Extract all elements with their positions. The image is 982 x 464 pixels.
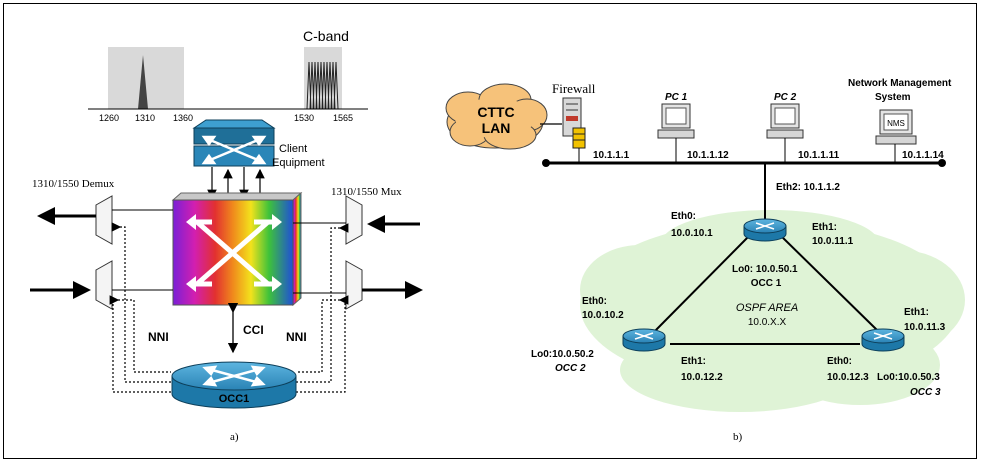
ospf-occ2-router-icon: [622, 328, 666, 352]
ospf-area-label: OSPF AREA: [736, 302, 798, 314]
nms-icon: [875, 109, 917, 163]
cci-label: CCI: [243, 323, 264, 337]
pc2-icon: [766, 103, 804, 163]
ospf-occ3-router-icon: [861, 328, 905, 352]
occ2-name: OCC 2: [555, 363, 586, 374]
tick-1260: 1260: [99, 113, 119, 123]
occ1-eth0-label: Eth0:: [671, 211, 696, 222]
tick-1530: 1530: [294, 113, 314, 123]
occ1-label: OCC1: [219, 393, 250, 405]
occ1-name: OCC 1: [751, 278, 782, 289]
occ1-eth1-label: Eth1:: [812, 222, 837, 233]
c-band-label: C-band: [303, 28, 349, 44]
demux-label: 1310/1550 Demux: [32, 178, 115, 190]
firewall-label: Firewall: [552, 81, 596, 96]
panel-a: C-band 1260 1310 1360 1530 1565 Client E…: [30, 28, 423, 443]
fiber-lines: [112, 209, 346, 294]
occ3-eth0-addr: 10.0.12.3: [827, 372, 869, 383]
ospf-area-range: 10.0.X.X: [748, 317, 787, 328]
nms-label-2: System: [875, 92, 911, 103]
mux-blocks: [345, 195, 363, 310]
nms-screen-text: NMS: [887, 119, 905, 128]
nni-left-label: NNI: [148, 330, 169, 344]
nms-label-1: Network Management: [848, 78, 952, 89]
bus-end-right: [938, 159, 946, 167]
occ3-name: OCC 3: [910, 387, 941, 398]
addr-firewall: 10.1.1.1: [593, 150, 630, 161]
pc2-label: PC 2: [774, 92, 797, 103]
occ2-lo0: Lo0:10.0.50.2: [531, 349, 594, 360]
bus-end-left: [542, 159, 550, 167]
c-band-peaks: [306, 61, 339, 110]
client-label-1: Client: [279, 143, 307, 155]
firewall-icon: [562, 97, 586, 163]
client-router-icon: [192, 119, 276, 167]
occ1-eth0-addr: 10.0.10.1: [671, 228, 713, 239]
figure-frame: [3, 3, 977, 459]
optical-crossconnect: [171, 191, 303, 307]
demux-blocks: [95, 195, 113, 310]
nni-right-label: NNI: [286, 330, 307, 344]
ospf-occ1-router-icon: [743, 218, 787, 242]
addr-pc1: 10.1.1.12: [687, 150, 729, 161]
cloud-label-1: CTTC: [477, 104, 514, 120]
spectrum-plot: C-band 1260 1310 1360 1530 1565: [88, 28, 368, 123]
occ2-eth1-label: Eth1:: [681, 356, 706, 367]
tick-1565: 1565: [333, 113, 353, 123]
occ2-eth0-label: Eth0:: [582, 296, 607, 307]
occ1-router-icon: [171, 361, 297, 409]
ospf-links: [650, 232, 878, 345]
addr-pc2: 10.1.1.11: [798, 150, 840, 161]
occ3-lo0: Lo0:10.0.50.3: [877, 372, 940, 383]
client-label-2: Equipment: [272, 157, 325, 169]
addr-nms: 10.1.1.14: [902, 150, 944, 161]
mux-label: 1310/1550 Mux: [331, 186, 402, 198]
occ2-eth1-addr: 10.0.12.2: [681, 372, 723, 383]
pc1-icon: [657, 103, 695, 163]
tick-1360: 1360: [173, 113, 193, 123]
occ1-eth1-addr: 10.0.11.1: [812, 236, 854, 247]
1310-peak: [138, 55, 148, 109]
occ3-eth0-label: Eth0:: [827, 356, 852, 367]
panel-b: CTTC LAN Firewall PC 1: [445, 78, 965, 443]
occ3-eth1-addr: 10.0.11.3: [904, 322, 946, 333]
occ2-eth0-addr: 10.0.10.2: [582, 310, 624, 321]
nni-links: [109, 222, 349, 393]
tick-1310: 1310: [135, 113, 155, 123]
external-ports: [30, 207, 423, 299]
uplink-label: Eth2: 10.1.1.2: [776, 182, 840, 193]
occ3-eth1-label: Eth1:: [904, 307, 929, 318]
pc1-label: PC 1: [665, 92, 688, 103]
cloud-label-2: LAN: [482, 120, 511, 136]
cttc-lan-cloud: [445, 83, 548, 150]
occ1-lo0: Lo0: 10.0.50.1: [732, 264, 798, 275]
caption-a: a): [230, 431, 239, 443]
caption-b: b): [733, 431, 743, 443]
